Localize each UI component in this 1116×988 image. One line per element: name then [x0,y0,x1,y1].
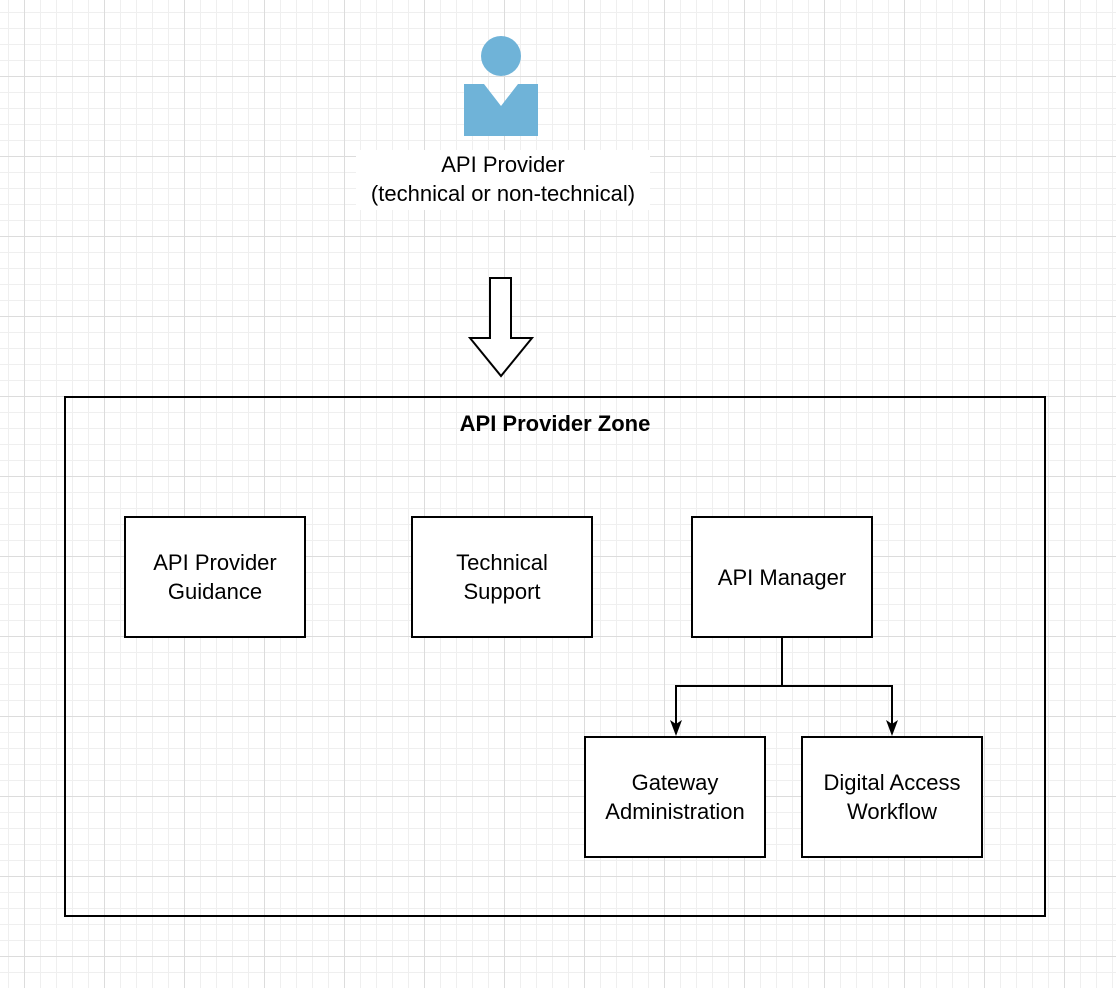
actor-subtitle: (technical or non-technical) [370,181,636,206]
box-label: Digital Access Workflow [823,770,961,824]
box-gateway-administration[interactable]: Gateway Administration [584,736,766,858]
box-technical-support[interactable]: Technical Support [411,516,593,638]
box-label: Gateway Administration [605,770,745,824]
down-arrow-icon [468,277,534,378]
box-digital-access-workflow[interactable]: Digital Access Workflow [801,736,983,858]
actor-name: API Provider [441,152,565,177]
user-icon [464,36,538,136]
box-label: Technical Support [456,550,548,604]
actor-label: API Provider (technical or non-technical… [356,150,650,210]
zone-title: API Provider Zone [459,411,651,436]
api-provider-zone[interactable] [64,396,1046,917]
box-label: API Provider Guidance [153,550,277,604]
box-api-manager[interactable]: API Manager [691,516,873,638]
box-label: API Manager [717,564,847,590]
box-api-provider-guidance[interactable]: API Provider Guidance [124,516,306,638]
